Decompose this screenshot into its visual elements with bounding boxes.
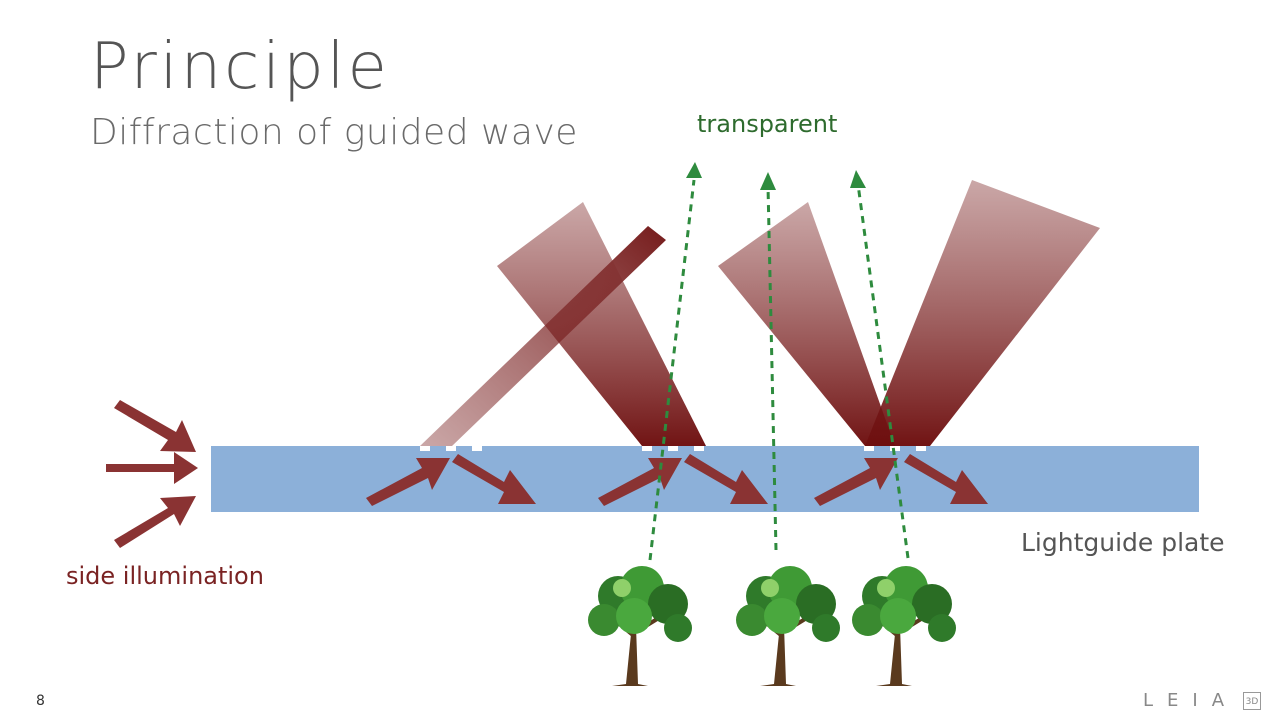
- guided-arrows: [366, 454, 988, 506]
- green-arrow-heads: [686, 162, 866, 190]
- tree-icon: [588, 566, 692, 686]
- tree-icon: [852, 566, 956, 686]
- green-dashed-arrow-2: [766, 185, 778, 551]
- arrow-icon: [106, 452, 198, 484]
- label-lightguide-plate: Lightguide plate: [1021, 528, 1225, 557]
- label-transparent: transparent: [697, 110, 838, 138]
- green-dashed-arrow-3: [856, 183, 910, 559]
- arrow-icon: [598, 458, 682, 506]
- beam-3: [865, 180, 1100, 446]
- lightguide-plate: [211, 446, 1199, 512]
- grating-marks: [420, 446, 926, 451]
- arrow-icon: [114, 400, 196, 452]
- arrow-icon: [366, 458, 450, 506]
- green-dashed-arrow-1: [648, 179, 696, 561]
- arrow-icon: [452, 454, 536, 504]
- page-number: 8: [36, 693, 45, 709]
- transparency-arrows: [648, 179, 910, 561]
- arrow-icon: [114, 496, 196, 548]
- arrow-icon: [814, 458, 898, 506]
- slide-title: Principle: [90, 30, 390, 104]
- leia-logo: LEIA: [1143, 690, 1239, 711]
- label-side-illumination: side illumination: [66, 562, 264, 590]
- beam-2: [497, 202, 706, 446]
- arrow-icon: [684, 454, 768, 504]
- tree-icon: [736, 566, 840, 686]
- logo-3d-badge: 3D: [1243, 692, 1261, 710]
- arrow-icon: [904, 454, 988, 504]
- beam-4: [718, 202, 895, 446]
- side-arrows: [106, 400, 198, 548]
- slide-subtitle: Diffraction of guided wave: [90, 112, 578, 153]
